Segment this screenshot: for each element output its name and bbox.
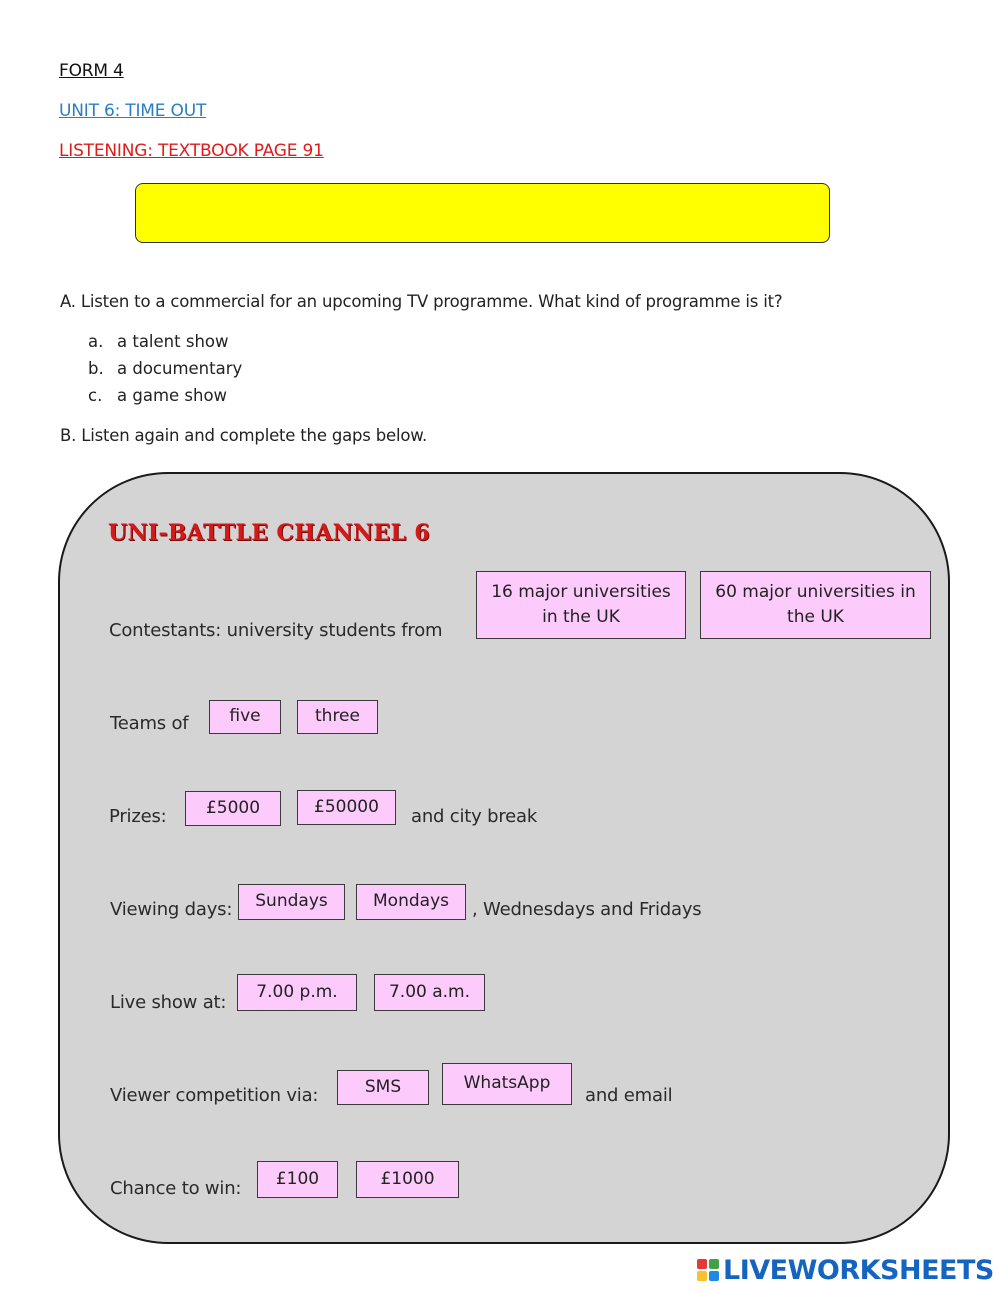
choice-1000[interactable]: £1000 <box>356 1161 459 1198</box>
logo-square <box>709 1271 719 1281</box>
logo-square <box>697 1259 707 1269</box>
choice-five[interactable]: five <box>209 700 281 734</box>
liveworksheets-logo: LIVEWORKSHEETS <box>697 1254 994 1286</box>
option-c: c. a game show <box>88 386 227 405</box>
logo-square <box>709 1259 719 1269</box>
viewing-days-label: Viewing days: <box>110 899 233 920</box>
form-heading: FORM 4 <box>59 61 124 81</box>
option-letter: c. <box>88 386 103 405</box>
choice-sms[interactable]: SMS <box>337 1070 429 1105</box>
option-letter: a. <box>88 332 104 351</box>
listening-heading: LISTENING: TEXTBOOK PAGE 91 <box>59 141 324 161</box>
viewing-days-suffix: , Wednesdays and Fridays <box>472 899 702 920</box>
chance-to-win-label: Chance to win: <box>110 1178 242 1199</box>
teams-label: Teams of <box>110 713 189 734</box>
choice-whatsapp[interactable]: WhatsApp <box>442 1063 572 1105</box>
prizes-suffix: and city break <box>411 806 538 827</box>
option-text: a talent show <box>117 332 229 351</box>
choice-50000[interactable]: £50000 <box>297 790 396 825</box>
option-a: a. a talent show <box>88 332 229 351</box>
choice-100[interactable]: £100 <box>257 1161 338 1198</box>
question-b: B. Listen again and complete the gaps be… <box>60 426 428 445</box>
choice-5000[interactable]: £5000 <box>185 791 281 826</box>
logo-square <box>697 1271 707 1281</box>
live-show-label: Live show at: <box>110 992 227 1013</box>
logo-mark-icon <box>697 1259 719 1281</box>
logo-text: LIVEWORKSHEETS <box>723 1254 994 1286</box>
panel-title: UNI-BATTLE CHANNEL 6 <box>108 520 430 546</box>
choice-7pm[interactable]: 7.00 p.m. <box>237 974 357 1011</box>
viewer-competition-suffix: and email <box>585 1085 673 1106</box>
option-text: a game show <box>117 386 228 405</box>
viewer-competition-label: Viewer competition via: <box>110 1085 319 1106</box>
contestants-label: Contestants: university students from <box>109 620 443 641</box>
question-a: A. Listen to a commercial for an upcomin… <box>60 292 783 311</box>
option-letter: b. <box>88 359 104 378</box>
audio-player-bar[interactable] <box>135 183 830 243</box>
choice-7am[interactable]: 7.00 a.m. <box>374 974 485 1011</box>
option-b: b. a documentary <box>88 359 242 378</box>
choice-16-universities[interactable]: 16 major universities in the UK <box>476 571 686 639</box>
option-text: a documentary <box>117 359 243 378</box>
choice-60-universities[interactable]: 60 major universities in the UK <box>700 571 931 639</box>
unit-heading: UNIT 6: TIME OUT <box>59 101 207 121</box>
choice-mondays[interactable]: Mondays <box>356 884 466 920</box>
prizes-label: Prizes: <box>109 806 167 827</box>
choice-sundays[interactable]: Sundays <box>238 884 345 920</box>
choice-three[interactable]: three <box>297 700 378 734</box>
